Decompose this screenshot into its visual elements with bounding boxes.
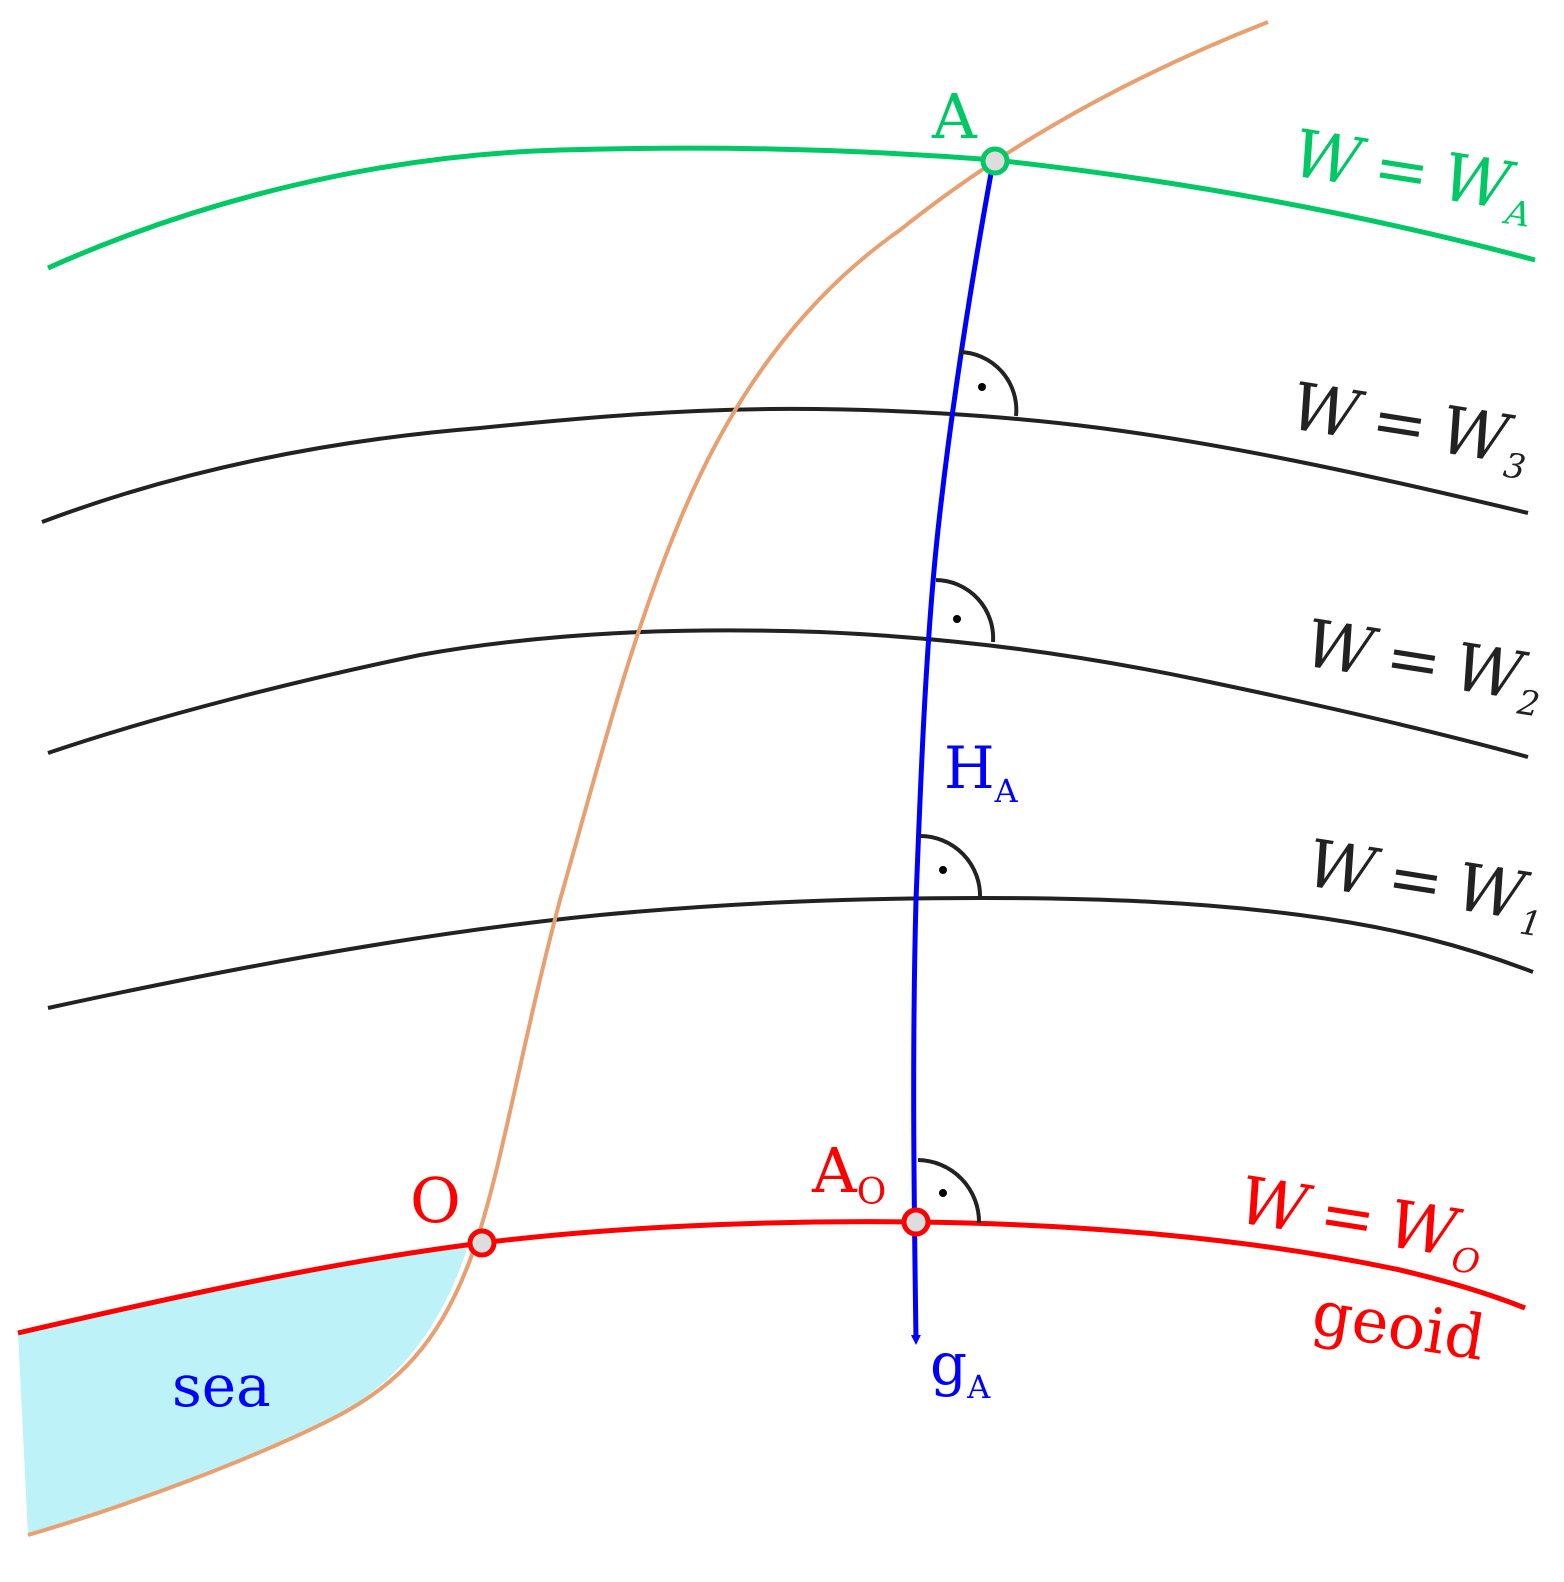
surface-label-w2: W=W2 [1298,605,1549,726]
right-angle-marker-w0 [917,1158,982,1224]
right-angle-marker-w1 [919,834,983,899]
surface-label-w1: W=W1 [1300,825,1551,946]
sea-area [18,1246,468,1535]
point-o-label: O [410,1164,461,1237]
plumb-line [910,167,995,1345]
surface-label-w0: W=WO [1232,1162,1489,1284]
level-surface-w2 [47,628,1529,759]
right-angle-marker-w2 [935,578,996,643]
level-surface-wa [46,145,1536,271]
surface-label-wa: W=WA [1286,115,1540,236]
terrain-profile [27,20,1269,1537]
level-surface-w3 [41,406,1529,524]
geoid-surface [17,1219,1526,1336]
surface-label-w3: W=W3 [1284,368,1535,489]
point-ao-label: AO [811,1134,886,1213]
point-o [467,1228,497,1258]
gravity-label: gA [930,1330,991,1406]
level-surface-w1 [47,895,1534,1010]
sea-label: sea [172,1352,271,1420]
point-ao [901,1207,931,1237]
point-a-label: A [931,80,978,153]
right-angle-marker-w3 [958,350,1019,417]
geoid-label: geoid [1308,1276,1491,1375]
height-label: HA [944,734,1019,810]
point-a [980,146,1010,176]
